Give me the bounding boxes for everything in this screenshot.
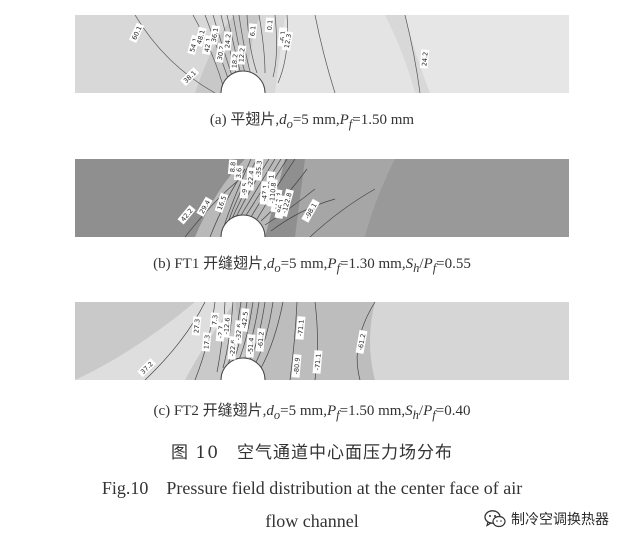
contour-label: -22.4: [245, 167, 256, 191]
contour-label: 17.3: [201, 332, 212, 352]
panel-a-right-region: [275, 15, 415, 93]
figure-title-english: Fig.10 Pressure field distribution at th…: [0, 472, 624, 538]
svg-text:17.3: 17.3: [202, 334, 211, 349]
contour-label: 6.1: [247, 23, 258, 39]
svg-text:0.1: 0.1: [266, 19, 275, 30]
panel-b-mid-region: [295, 159, 395, 237]
contour-label: 48.1: [194, 26, 207, 47]
contour-label: -71.1: [312, 350, 323, 374]
watermark-text: 制冷空调换热器: [511, 512, 609, 528]
panel-a-tube-circle: [220, 70, 266, 93]
contour-label: 24.2: [222, 31, 233, 51]
svg-text:12.3: 12.3: [283, 33, 293, 49]
wechat-icon: [484, 510, 506, 528]
svg-text:24.2: 24.2: [420, 51, 429, 66]
panel-b-contour-labels: 42.229.416.58.83.6-9.5-22.4-35.3-47.1-60…: [177, 159, 320, 225]
svg-text:-42.5: -42.5: [240, 311, 249, 328]
svg-text:-22.6: -22.6: [228, 339, 237, 356]
panel-c-mid-region: [235, 302, 375, 380]
svg-text:27.3: 27.3: [192, 318, 201, 333]
caption-c: (c) FT2 开缝翅片,do=5 mm,Pf=1.50 mm,Sh/Pf=0.…: [153, 403, 471, 422]
panel-c-tube-circle: [220, 357, 266, 380]
svg-text:-80.9: -80.9: [292, 357, 301, 374]
contour-label: -42.5: [239, 308, 250, 332]
caption-a: (a) 平翅片,do=5 mm,Pf=1.50 mm: [209, 112, 415, 131]
figure-title-english-line-2: flow channel: [265, 511, 359, 531]
contour-label: -51.4: [245, 334, 256, 358]
contour-label: 3.6: [233, 165, 244, 181]
svg-text:-51.4: -51.4: [246, 337, 255, 354]
svg-text:54.1: 54.1: [188, 37, 199, 53]
svg-text:7.3: 7.3: [211, 314, 220, 325]
panel-b-light-region: [195, 159, 285, 237]
panel-a-far-region: [405, 15, 569, 93]
contour-label: -110.8: [267, 179, 278, 207]
svg-text:42.1: 42.1: [203, 37, 213, 53]
contour-label: -80.9: [291, 354, 302, 378]
contour-label: -61.2: [355, 329, 368, 354]
svg-text:-61.2: -61.2: [357, 333, 368, 351]
contour-label: 7.3: [209, 312, 220, 328]
contour-label: 24.2: [419, 49, 430, 69]
contour-label: -35.3: [253, 159, 264, 181]
panel-b-tube-circle: [220, 214, 266, 237]
contour-label: 12.2: [236, 45, 247, 65]
svg-text:8.8: 8.8: [229, 161, 238, 172]
svg-text:-2.7: -2.7: [216, 325, 225, 338]
caption-b: (b) FT1 开缝翅片,do=5 mm,Pf=1.30 mm,Sh/Pf=0.…: [153, 256, 471, 275]
svg-text:-86.1: -86.1: [276, 198, 287, 216]
svg-text:24.2: 24.2: [223, 33, 232, 48]
panel-b-right-region: [365, 159, 569, 237]
svg-text:-9.5: -9.5: [240, 182, 249, 195]
contour-label: -12.6: [221, 314, 232, 338]
svg-text:-110.8: -110.8: [268, 182, 278, 204]
svg-text:-32.6: -32.6: [234, 323, 243, 340]
figure-title-english-line-1: Fig.10 Pressure field distribution at th…: [101, 478, 523, 498]
svg-text:3.6: 3.6: [235, 167, 244, 178]
panel-c-contour-labels: 37.227.317.37.3-2.7-12.6-22.6-32.6-42.5-…: [137, 308, 368, 378]
watermark: 制冷空调换热器: [484, 507, 609, 531]
contour-label: 36.1: [208, 24, 220, 45]
svg-text:12.2: 12.2: [237, 47, 246, 62]
figure-title-chinese: 图 10 空气通道中心面压力场分布: [170, 443, 454, 463]
svg-text:48.1: 48.1: [195, 29, 206, 45]
svg-text:6.1: 6.1: [249, 25, 258, 36]
contour-label: 18.2: [229, 51, 240, 71]
svg-text:-61.2: -61.2: [256, 331, 265, 348]
svg-text:-47.1: -47.1: [260, 184, 269, 201]
contour-label: -71.1: [295, 316, 306, 340]
svg-text:18.2: 18.2: [230, 53, 239, 68]
svg-text:-6.1: -6.1: [278, 30, 287, 43]
contour-label: 0.1: [264, 17, 275, 33]
contour-label: 12.3: [281, 30, 293, 51]
contour-label: -61.2: [255, 328, 266, 352]
svg-text:30.2: 30.2: [216, 45, 226, 61]
svg-text:-71.1: -71.1: [296, 319, 305, 336]
panel-c-right-region: [370, 302, 569, 380]
svg-text:-71.1: -71.1: [313, 353, 322, 370]
svg-text:-73.3: -73.3: [272, 192, 283, 210]
svg-text:36.1: 36.1: [210, 27, 220, 43]
svg-text:-12.6: -12.6: [222, 317, 231, 334]
contour-panel-b: 42.229.416.58.83.6-9.5-22.4-35.3-47.1-60…: [75, 159, 569, 237]
svg-text:-35.3: -35.3: [254, 160, 263, 177]
contour-label: 27.3: [191, 316, 202, 336]
svg-text:-22.4: -22.4: [246, 170, 255, 187]
